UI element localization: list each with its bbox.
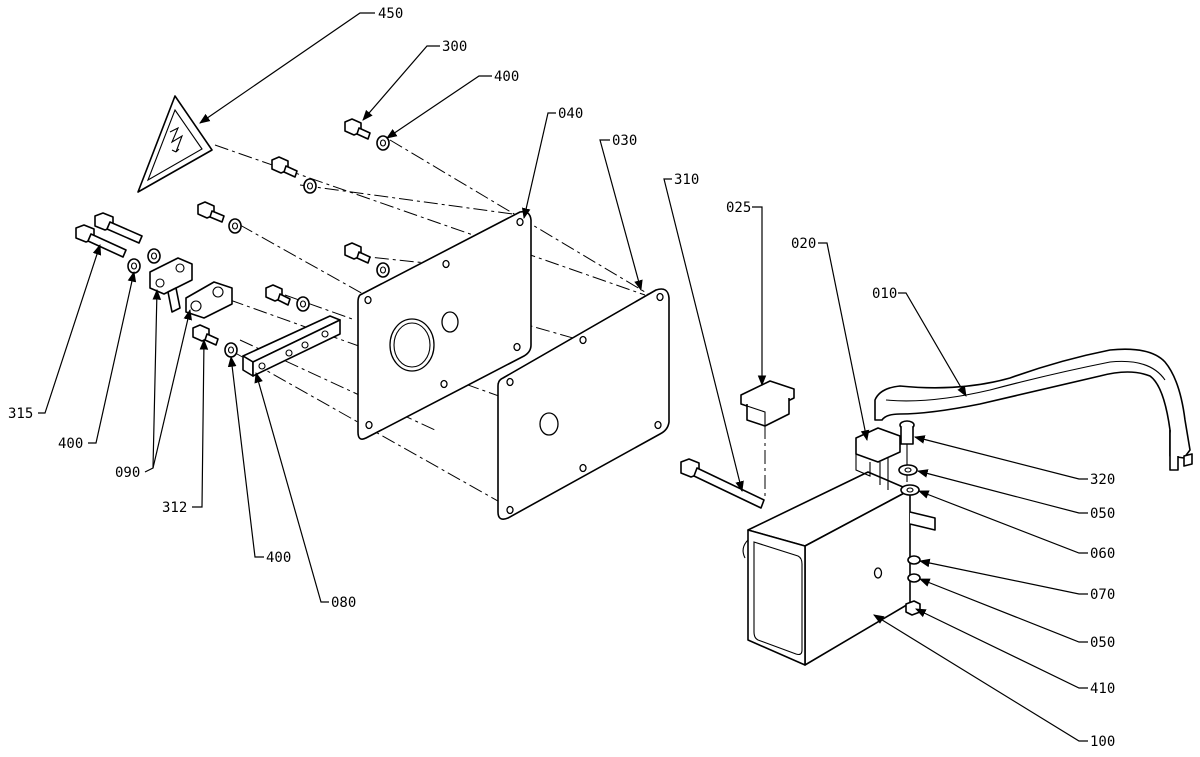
callout-020: 020 [791, 236, 816, 252]
plate-part-030 [497, 288, 670, 520]
callout-labels: 450 300 400 040 030 310 025 020 010 315 … [8, 6, 1115, 750]
callout-070: 070 [1090, 587, 1115, 603]
flat-bar-part-080 [242, 315, 341, 377]
handle-part-010 [874, 348, 1193, 471]
warning-label-part-450 [137, 95, 213, 193]
callout-050-upper: 050 [1090, 506, 1115, 522]
callout-312: 312 [162, 500, 187, 516]
callout-100: 100 [1090, 734, 1115, 750]
block-part-025 [740, 380, 795, 427]
callout-400-top: 400 [494, 69, 519, 85]
bolt-part-312 [192, 324, 238, 358]
clamp-part-090 [149, 257, 233, 319]
leader-lines [38, 12, 1088, 742]
bolt-set-upper-left [197, 156, 390, 312]
callout-025: 025 [726, 200, 751, 216]
bolt-part-315-lower [75, 224, 127, 258]
callout-090: 090 [115, 465, 140, 481]
callout-060: 060 [1090, 546, 1115, 562]
callout-400-bottom: 400 [266, 550, 291, 566]
housing-part-100 [742, 471, 936, 666]
callout-300: 300 [442, 39, 467, 55]
bolt-part-315-upper [94, 212, 143, 244]
bolt-part-300 [344, 118, 390, 151]
callout-050-lower: 050 [1090, 635, 1115, 651]
callout-080: 080 [331, 595, 356, 611]
long-bolt-part-310 [680, 458, 765, 509]
callout-400-left: 400 [58, 436, 83, 452]
screw-part-320 [899, 420, 915, 482]
callout-030: 030 [612, 133, 637, 149]
callout-410: 410 [1090, 681, 1115, 697]
washer-part-050-upper [898, 464, 918, 476]
callout-450: 450 [378, 6, 403, 22]
callout-315: 315 [8, 406, 33, 422]
callout-010: 010 [872, 286, 897, 302]
callout-040: 040 [558, 106, 583, 122]
callout-310: 310 [674, 172, 699, 188]
washer-part-060 [900, 484, 920, 496]
callout-320: 320 [1090, 472, 1115, 488]
